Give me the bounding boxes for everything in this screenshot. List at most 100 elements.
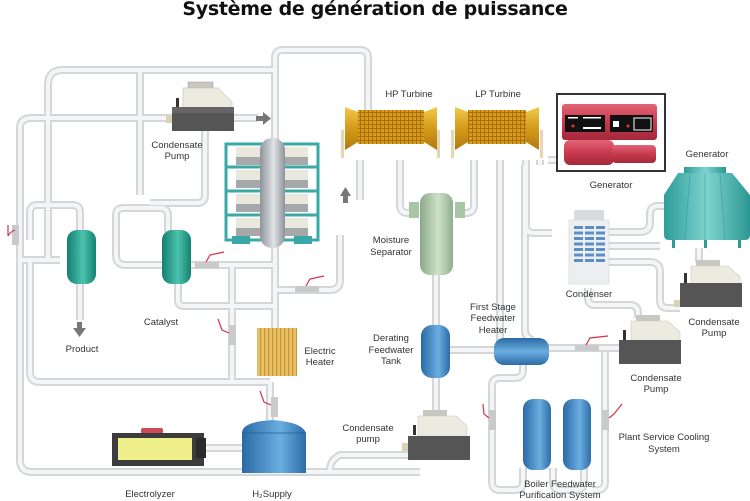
condensate-pump-bottom[interactable] [402,410,470,460]
flow-arrow-down [73,322,86,337]
pipe [174,284,275,310]
condensate-pump-top[interactable] [166,81,234,131]
lp-turbine[interactable] [451,107,543,158]
condenser-louver [585,231,594,235]
derating-feedwater-tank[interactable] [421,325,450,378]
pipe-highlight [18,300,420,474]
label-first-stage-3: Heater [479,325,508,336]
label-product: Product [66,344,99,355]
boiler-feedwater-tank-2[interactable] [563,399,591,470]
condenser-louver [574,237,583,240]
label-plant-service-2: System [648,444,680,455]
label-electric-heater-2: Heater [306,357,335,368]
label-derating: Derating [373,333,409,344]
label-plant-service: Plant Service Cooling [619,432,710,443]
condenser-louver [585,253,594,257]
condenser-louver [574,231,583,235]
condenser[interactable] [568,210,610,285]
label-boiler-2: Purification System [519,490,600,501]
label-moisture-separator: Moisture [373,235,409,246]
hp-turbine[interactable] [341,107,440,158]
product-tank[interactable] [67,230,96,284]
pipe-highlight [46,68,275,260]
pipe-highlight [592,352,607,492]
pipe-highlight [114,206,170,232]
valve[interactable] [482,403,496,430]
label-condenser: Condenser [566,289,612,300]
pipe-network [16,46,703,494]
label-boiler: Boiler Feedwater [524,479,596,490]
pipe-highlight [586,288,640,318]
label-first-stage-2: Feedwater [471,313,516,324]
h2-supply-tank[interactable] [242,420,306,473]
pipe [271,46,372,110]
condenser-louver [585,248,594,251]
condenser-louver [574,253,583,257]
pipe [600,202,668,236]
pipe-highlight [600,260,680,310]
pipe-highlight [275,235,342,292]
label-condensate-pump-middle: Condensate [630,373,681,384]
label-electrolyzer: Electrolyzer [125,489,175,500]
label-generator-tower: Generator [686,149,729,160]
pipe-highlight [455,160,476,215]
pipe-highlight [18,116,172,300]
condensate-pump-middle[interactable] [619,315,681,364]
pipe-highlight [114,215,200,267]
pipe-highlight [176,284,275,308]
label-condensate-pump-top-2: Pump [165,151,190,162]
condenser-louver [574,259,583,262]
first-stage-feedwater-heater[interactable] [494,338,549,365]
condenser-louver [596,248,605,251]
pipe-highlight [28,260,270,384]
pipe [112,204,172,232]
label-condensate-pump-top: Condensate [151,140,202,151]
condenser-louver [585,242,594,246]
label-derating-3: Tank [381,356,401,367]
pipe [488,352,527,494]
flow-arrow-right [256,112,271,125]
label-condensate-pump-right: Condensate [688,317,739,328]
valve[interactable] [575,335,609,351]
label-electric-heater: Electric [304,346,335,357]
cooling-tower[interactable] [664,167,750,248]
main-generator[interactable] [556,93,666,172]
valve[interactable] [195,251,225,268]
condenser-louver [574,226,583,229]
boiler-feedwater-tank-1[interactable] [523,399,551,470]
label-condensate-pump-right-2: Pump [702,328,727,339]
label-condensate-pump-bottom-2: pump [356,434,380,445]
label-condensate-pump-bottom: Condensate [342,423,393,434]
valve[interactable] [259,390,278,417]
electrolyzer[interactable] [112,428,206,466]
condensate-pump-right[interactable] [674,260,742,307]
moisture-separator[interactable] [409,193,465,275]
valve[interactable] [295,275,325,292]
flow-arrow-up [340,187,351,203]
catalyst-tank[interactable] [162,230,191,284]
label-first-stage: First Stage [470,302,516,313]
label-hp-turbine: HP Turbine [385,89,432,100]
condenser-louver [596,259,605,262]
pipe-highlight [490,352,525,492]
pipe-highlight [600,204,668,234]
valve[interactable] [602,403,623,430]
condenser-louver [574,242,583,246]
condenser-louver [574,248,583,251]
label-h2-supply: H₂Supply [252,489,292,500]
pipe-highlight [28,203,82,240]
condenser-louver [596,237,605,240]
label-generator-main: Generator [590,180,633,191]
condenser-louver [596,242,605,246]
label-derating-2: Feedwater [369,345,414,356]
condenser-louver [585,259,594,262]
catalyst-reactor[interactable] [224,138,320,248]
valve[interactable] [217,318,236,345]
pipe-highlight [150,118,207,205]
electric-heater[interactable] [257,328,297,376]
valve[interactable] [7,225,19,245]
pipe-highlight [398,160,418,215]
label-lp-turbine: LP Turbine [475,89,521,100]
condenser-louver [596,226,605,229]
